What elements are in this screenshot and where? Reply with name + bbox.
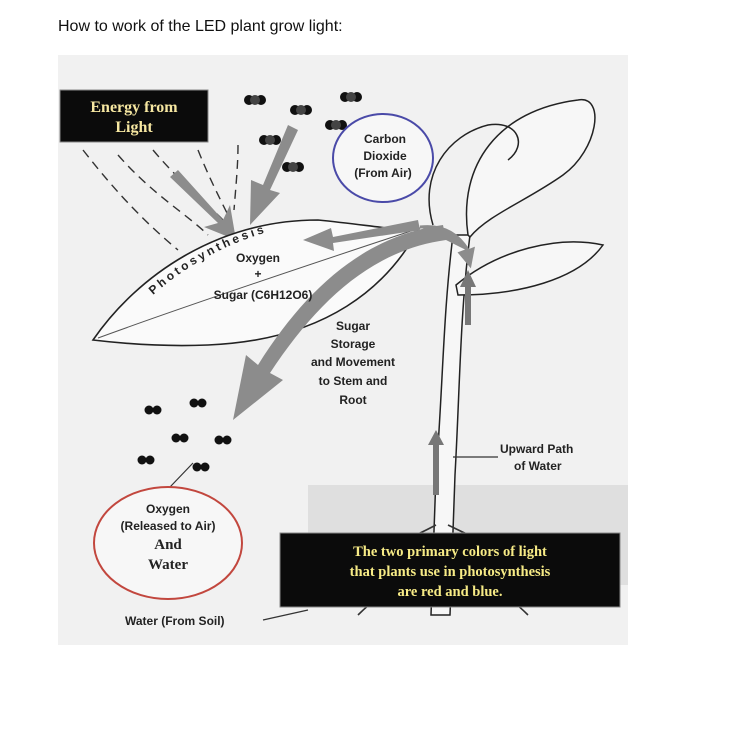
co2-line2: Dioxide — [363, 149, 407, 163]
oxygen-molecules — [137, 398, 232, 472]
plus-sign: + — [254, 267, 261, 281]
oxygen-released-line1: Oxygen — [146, 502, 190, 516]
light-arrow — [170, 170, 236, 240]
sugar-storage-line5: Root — [339, 393, 366, 407]
photosynthesis-diagram: Energy from Light Carbon Dioxide (From A… — [58, 55, 628, 645]
sugar-storage-line2: Storage — [331, 337, 376, 351]
oxygen-label: Oxygen — [236, 251, 280, 265]
colors-info-box — [279, 532, 621, 608]
plant-top-leaf — [465, 99, 596, 239]
plant-curl-leaf — [428, 123, 519, 226]
oxygen-released-line2: (Released to Air) — [121, 519, 216, 533]
sugar-storage-line1: Sugar — [336, 319, 370, 333]
co2-arrow — [250, 125, 298, 225]
water-from-soil: Water (From Soil) — [125, 614, 225, 628]
stem-flow-arrow — [419, 225, 475, 269]
carbon-dioxide-circle — [332, 113, 434, 203]
water-up-arrow-top — [460, 270, 476, 325]
sugar-formula: Sugar (C6H12O6) — [214, 288, 313, 302]
oxygen-pointer — [169, 462, 194, 488]
co2-line1: Carbon — [364, 132, 406, 146]
sugar-storage-line3: and Movement — [311, 355, 395, 369]
sugar-storage-line4: to Stem and — [319, 374, 388, 388]
water-soil-pointer — [262, 609, 309, 621]
plant-side-leaf — [455, 241, 605, 296]
colors-info-line3: are red and blue. — [397, 584, 502, 600]
upward-path-line2: of Water — [514, 459, 562, 473]
upward-path-line1: Upward Path — [500, 442, 573, 456]
sugar-transport-arrow — [233, 225, 446, 420]
co2-molecules — [244, 92, 362, 172]
energy-box — [59, 89, 209, 143]
colors-info-line1: The two primary colors of light — [353, 544, 547, 560]
co2-to-leaf-arrow — [303, 220, 420, 251]
energy-text-line1: Energy from — [90, 99, 178, 116]
oxygen-released-line4: Water — [148, 557, 188, 573]
oxygen-released-circle — [93, 486, 243, 600]
oxygen-released-line3: And — [154, 537, 182, 553]
energy-text-line2: Light — [115, 119, 153, 136]
page-title: How to work of the LED plant grow light: — [58, 18, 343, 35]
leaf-vein — [97, 226, 424, 339]
water-up-arrow-left — [428, 430, 444, 495]
colors-info-line2: that plants use in photosynthesis — [350, 564, 551, 580]
co2-line3: (From Air) — [354, 166, 412, 180]
plant-stem — [430, 234, 471, 616]
